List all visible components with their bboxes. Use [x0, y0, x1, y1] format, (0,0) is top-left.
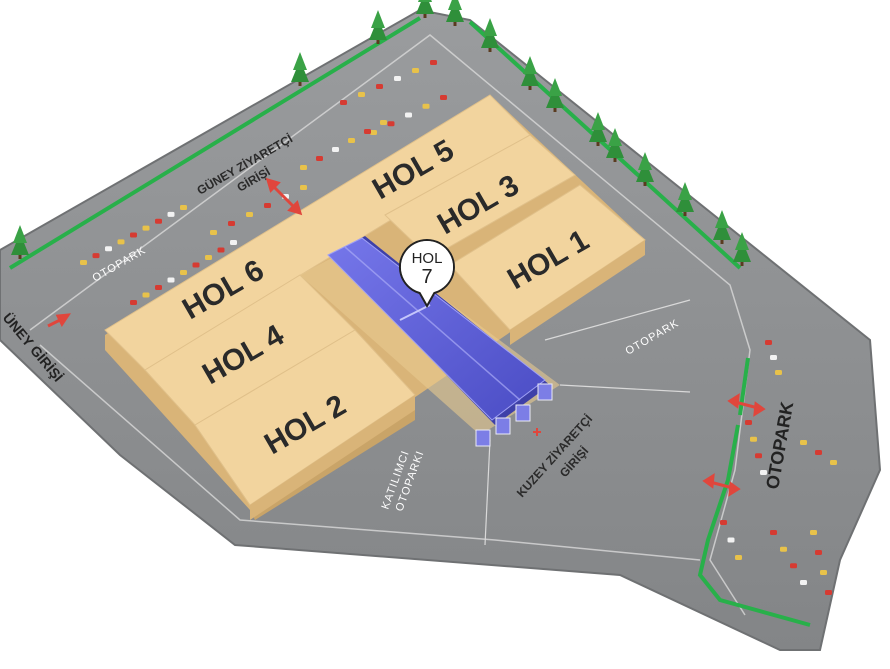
parked-car [800, 580, 807, 585]
hall-hol7[interactable] [327, 236, 553, 447]
parked-car [340, 100, 347, 105]
parked-car [830, 460, 837, 465]
parked-car [370, 130, 377, 135]
parked-car [394, 76, 401, 81]
parked-car [264, 203, 271, 208]
entrance-arrow-icon [702, 473, 741, 497]
parked-car [780, 546, 787, 552]
parked-car [412, 68, 419, 73]
parked-car [775, 370, 782, 375]
hall-hol1-side [510, 240, 645, 345]
road-outline-south [39, 344, 701, 561]
parked-car [180, 205, 187, 210]
parked-car [246, 212, 253, 217]
parked-car [760, 470, 767, 475]
parked-car [825, 590, 832, 595]
road-outline-inner [29, 34, 751, 616]
parked-car [205, 255, 212, 260]
parked-car [430, 60, 437, 65]
parked-car [316, 156, 323, 161]
parked-car [815, 450, 822, 455]
parked-car [180, 270, 187, 275]
road-divider-2 [559, 384, 691, 393]
parked-car [750, 436, 757, 442]
hall-hol2-side [250, 395, 415, 520]
tree-icon [369, 10, 387, 44]
parked-car [755, 453, 762, 459]
parked-car [790, 563, 797, 569]
parked-car [387, 121, 395, 127]
tree-icon [521, 56, 539, 90]
parked-car [720, 520, 727, 525]
parked-car [80, 260, 87, 265]
parked-car [364, 129, 371, 134]
parked-car [440, 95, 447, 100]
hol7-pin-marker[interactable]: HOL 7 [398, 239, 455, 309]
green-strip-northeast [468, 20, 742, 270]
parked-car [155, 218, 162, 224]
tree-icon [11, 225, 29, 259]
road-divider-3 [544, 299, 691, 341]
parked-car [380, 120, 387, 125]
parked-car [770, 355, 777, 360]
parked-car [167, 277, 175, 283]
hol7-pin-line1: HOL [412, 250, 443, 267]
parked-car [348, 138, 355, 143]
parked-car [815, 550, 822, 555]
parked-car [167, 211, 175, 217]
parked-car [332, 147, 339, 152]
parked-cars [80, 60, 837, 595]
parked-car [228, 221, 235, 226]
parked-car [358, 92, 365, 97]
parked-car [422, 103, 430, 109]
hol7-entrance-pavilions [475, 383, 553, 447]
parked-car [745, 420, 752, 425]
parked-car [735, 555, 742, 560]
parked-car [405, 112, 412, 118]
green-strip-north [8, 16, 422, 270]
tree-icon [713, 210, 731, 244]
parked-car [810, 530, 817, 535]
parked-car [727, 537, 735, 543]
parked-car [217, 247, 225, 253]
tree-icon [481, 18, 499, 52]
parked-car [155, 285, 162, 290]
parked-car [142, 292, 150, 298]
parked-car [142, 225, 150, 231]
parked-car [300, 165, 307, 170]
parked-car [117, 239, 125, 245]
tree-icon [291, 52, 309, 86]
parked-car [376, 84, 383, 89]
green-strip-southeast [697, 424, 811, 627]
parked-car [765, 340, 772, 345]
parked-car [130, 300, 137, 305]
entrance-arrow-icon [47, 313, 72, 328]
green-strip-east [738, 357, 750, 416]
parked-car [210, 230, 217, 235]
hol7-pin-line2: 7 [421, 266, 432, 288]
entrance-arrow-icon [265, 177, 303, 216]
parked-car [300, 185, 307, 190]
parked-car [770, 530, 777, 535]
parked-car [800, 440, 807, 445]
road-divider-1 [484, 439, 491, 546]
marker-cross-icon [533, 428, 541, 436]
parked-car [192, 262, 200, 268]
parked-car [92, 253, 100, 259]
parked-car [820, 570, 827, 575]
entrance-arrow-icon [727, 393, 766, 417]
parked-car [105, 246, 112, 252]
parked-car [230, 240, 237, 245]
parked-car [130, 232, 137, 238]
